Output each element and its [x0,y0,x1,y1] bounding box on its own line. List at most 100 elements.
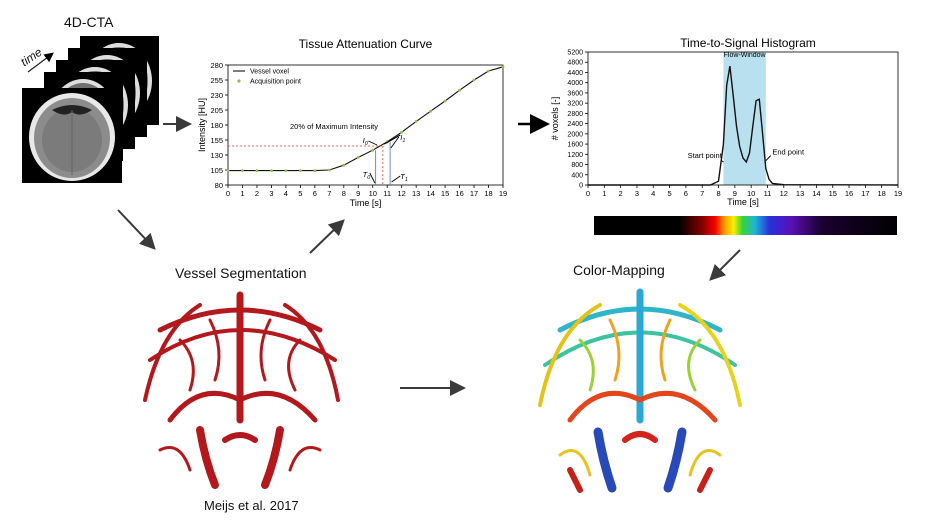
x-axis-label: Time [s] [350,198,382,208]
x-tick-label: 17 [861,189,869,198]
y-tick-label: 255 [210,76,223,85]
y-tick-label: 205 [210,106,223,115]
x-tick-label: 9 [356,189,360,198]
x-tick-label: 3 [269,189,273,198]
x-tick-label: 11 [764,189,772,198]
i0-pointer [368,140,378,146]
x-tick-label: 6 [684,189,688,198]
x-tick-label: 3 [635,189,639,198]
x-tick-label: 13 [412,189,420,198]
acquisition-point [414,120,418,123]
y-tick-label: 80 [215,181,223,190]
x-tick-label: 8 [716,189,720,198]
x-tick-label: 15 [441,189,449,198]
flow-window-band [723,52,766,185]
legend-label: Vessel voxel [250,69,289,76]
x-tick-label: 12 [780,189,788,198]
i1-subscript: 1 [402,138,405,144]
y-tick-label: 230 [210,91,223,100]
acquisition-point [400,130,404,134]
chart-title: Time-to-Signal Histogram [680,36,816,50]
series-line-vessel-voxel [228,66,504,172]
acquisition-point [342,163,346,167]
acquisition-point [270,169,273,173]
y-tick-label: 280 [210,61,223,70]
acquisition-point [241,169,244,173]
acquisition-point [284,169,288,173]
x-tick-label: 7 [327,189,331,198]
x-tick-label: 1 [602,189,606,198]
i0-subscript: 0 [365,141,369,147]
color-mapping-label: Color-Mapping [573,262,665,278]
y-tick-label: 180 [210,121,223,130]
acquisition-point [313,169,317,173]
t1-label: T1 [400,172,408,183]
color-mapped-vessels-image [538,288,742,493]
x-tick-label: 19 [894,189,902,198]
color-bar [594,216,897,235]
t0-pointer [369,172,376,184]
y-tick-label: 5200 [567,50,583,57]
x-tick-label: 10 [747,189,755,198]
x-tick-label: 16 [845,189,853,198]
chart-title: Tissue Attenuation Curve [299,37,433,51]
t0-subscript: 0 [367,175,371,181]
x-tick-label: 6 [313,189,317,198]
vessel-segmentation-label: Vessel Segmentation [175,265,307,281]
y-tick-label: 130 [210,151,223,160]
acquisition-point [429,109,433,113]
ct-slice-front [22,88,122,183]
x-tick-label: 13 [796,189,804,198]
x-tick-label: 18 [484,189,492,198]
y-tick-label: 0 [579,183,583,190]
x-tick-label: 9 [733,189,737,198]
y-tick-label: 105 [210,166,223,175]
y-tick-label: 155 [210,136,223,145]
y-tick-label: 1200 [567,152,583,159]
x-tick-label: 11 [383,189,391,198]
x-tick-label: 5 [667,189,671,198]
x-tick-label: 12 [398,189,406,198]
x-tick-label: 0 [226,189,230,198]
i1-pointer [390,136,400,149]
y-tick-label: 2000 [567,131,583,138]
x-tick-label: 15 [829,189,837,198]
y-tick-label: 1600 [567,142,583,149]
x-tick-label: 2 [255,189,259,198]
x-tick-label: 0 [586,189,590,198]
histogram-line [588,65,899,186]
acquisition-point [226,169,230,173]
citation-label: Meijs et al. 2017 [204,498,299,513]
x-tick-label: 5 [298,189,302,198]
time-axis-arrow [27,52,54,73]
legend-point-swatch [237,79,241,83]
y-tick-label: 800 [571,162,583,169]
plot-frame [587,51,899,186]
acquisition-point [255,169,259,173]
y-tick-label: 4800 [567,60,583,67]
x-tick-label: 1 [240,189,244,198]
y-tick-label: 2800 [567,111,583,118]
x-tick-label: 7 [700,189,704,198]
x-tick-label: 17 [470,189,478,198]
start-point-label: Start point [688,151,723,160]
x-tick-label: 18 [878,189,886,198]
acquisition-point [443,99,447,103]
x-axis-label: Time [s] [727,197,759,207]
x-tick-label: 16 [455,189,463,198]
i1-label: I1 [400,133,405,144]
y-tick-label: 4400 [567,70,583,77]
acquisition-point [327,168,331,172]
max-intensity-pointer [384,134,401,145]
y-tick-label: 3600 [567,90,583,97]
x-tick-label: 14 [426,189,434,198]
x-tick-label: 19 [499,189,507,198]
arrow-cta-to-segmentation [117,209,156,250]
cta-label: 4D-CTA [64,14,114,30]
acquisition-point [356,156,360,159]
start-point-pointer [720,159,724,163]
x-tick-label: 14 [812,189,820,198]
y-tick-label: 2400 [567,121,583,128]
time-to-signal-histogram: Time-to-Signal Histogram0400800120016002… [550,36,902,207]
x-tick-label: 8 [342,189,346,198]
